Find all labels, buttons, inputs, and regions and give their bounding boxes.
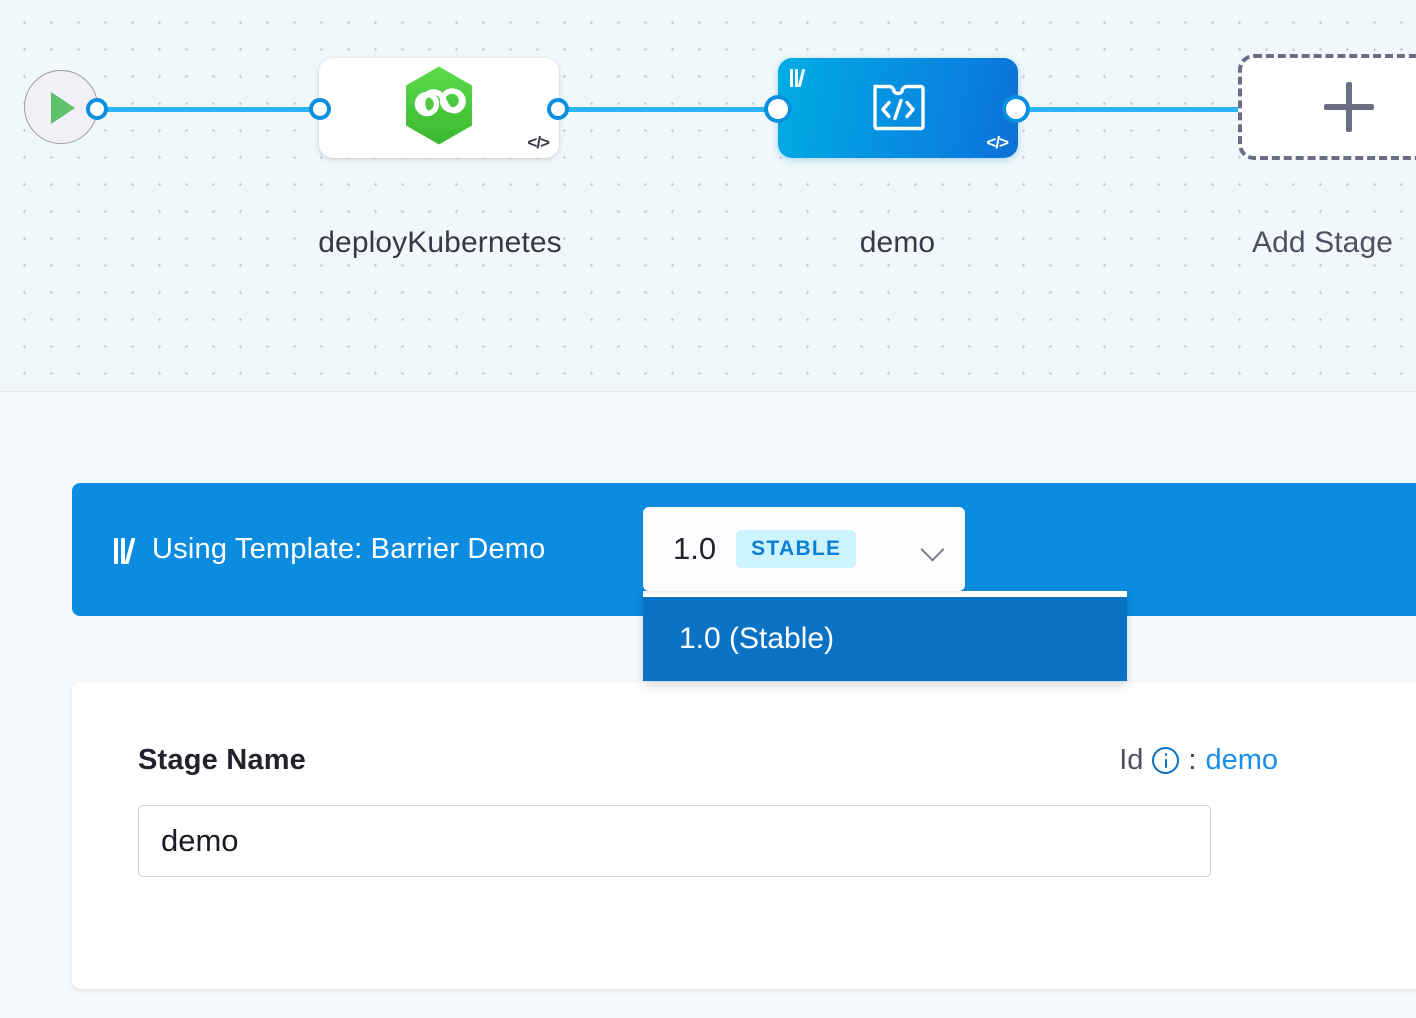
template-version-selector[interactable]: 1.0 STABLE [643,507,965,591]
port-deploy-out[interactable] [547,98,569,120]
stage-id-separator: : [1188,744,1197,776]
template-version-value: 1.0 [673,531,717,566]
add-stage-button[interactable] [1238,54,1416,160]
stage-node-deploykubernetes[interactable]: </> [319,58,559,158]
template-version-dropdown[interactable]: 1.0 (Stable) [643,591,1127,681]
add-stage-label: Add Stage [1252,226,1394,259]
using-template-text: Using Template: Barrier Demo [152,533,546,565]
template-library-icon [114,536,136,564]
stage-name-header-row: Stage Name Id : demo [138,744,1278,777]
stage-overview-card: Stage Name Id : demo [72,682,1416,989]
stage-config-panel: Using Template: Barrier Demo 1.0 STABLE … [0,392,1416,1018]
stage-label-deploykubernetes: deployKubernetes [318,226,562,259]
template-version-badge: STABLE [736,530,857,568]
stage-name-label: Stage Name [138,744,307,776]
play-icon [51,92,75,124]
port-demo-out[interactable] [1006,99,1026,119]
stage-id-label: Id [1119,744,1144,776]
edge-demo-to-add-stage [1004,107,1254,112]
harness-deploy-hexagon-icon [402,66,476,151]
pipeline-start-node[interactable] [24,70,98,144]
custom-stage-puzzle-code-icon [869,77,927,140]
code-brackets-icon[interactable]: </> [986,133,1009,152]
version-option-1-0-stable[interactable]: 1.0 (Stable) [643,597,1127,681]
edge-deploy-to-demo [546,107,794,112]
pipeline-canvas[interactable]: </> deployKubernetes </> demo Add Stage [0,0,1416,392]
stage-id-value: demo [1205,744,1278,776]
code-brackets-icon[interactable]: </> [527,133,550,152]
port-start-out[interactable] [86,98,108,120]
stage-name-input[interactable] [138,805,1211,877]
port-deploy-in[interactable] [309,98,331,120]
info-circle-icon[interactable] [1152,747,1180,774]
using-template-banner: Using Template: Barrier Demo 1.0 STABLE … [72,483,1416,681]
stage-label-demo: demo [859,226,936,259]
chevron-down-icon[interactable] [921,537,945,561]
port-demo-in[interactable] [768,99,788,119]
stage-node-demo[interactable]: </> [778,58,1018,158]
template-library-icon [790,67,806,87]
edge-start-to-deploy [86,107,334,112]
plus-icon-vertical [1346,82,1352,132]
stage-id-group: Id : demo [1119,744,1278,777]
